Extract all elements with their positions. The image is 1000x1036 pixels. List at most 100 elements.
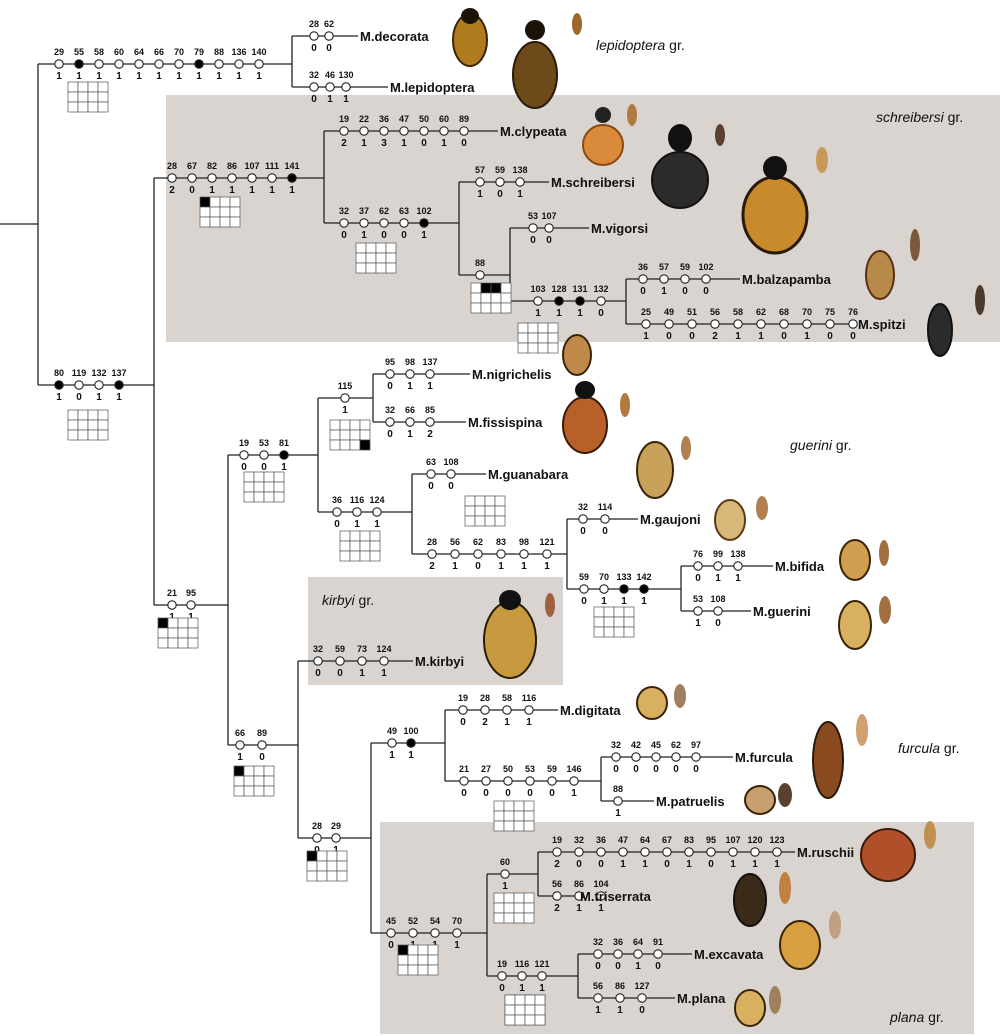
character-state: 0 xyxy=(314,845,320,856)
open-state-dot xyxy=(802,319,812,329)
character-change: 500 xyxy=(503,764,513,799)
grid-cell xyxy=(243,481,255,493)
character-state: 1 xyxy=(556,308,562,319)
character-number: 64 xyxy=(134,47,144,57)
character-number: 133 xyxy=(616,572,631,582)
specimen-image xyxy=(452,8,488,67)
character-grid xyxy=(504,994,546,1026)
taxon-label: M.guanabara xyxy=(488,467,569,482)
character-number: 127 xyxy=(634,981,649,991)
character-number: 60 xyxy=(500,857,510,867)
grid-cell xyxy=(329,419,341,431)
filled-state-dot xyxy=(419,218,429,228)
character-change: 590 xyxy=(335,644,345,679)
character-grid xyxy=(306,850,348,882)
open-state-dot xyxy=(408,928,418,938)
character-state: 2 xyxy=(169,185,175,196)
grid-cell xyxy=(67,101,79,113)
grid-cell xyxy=(464,495,476,507)
grid-cell xyxy=(209,206,221,218)
character-state: 1 xyxy=(116,71,122,82)
open-state-dot xyxy=(848,319,858,329)
character-grid xyxy=(67,409,109,441)
grid-cell xyxy=(397,964,409,976)
open-state-dot xyxy=(706,847,716,857)
character-state: 0 xyxy=(388,940,394,951)
grid-cell xyxy=(329,429,341,441)
character-number: 53 xyxy=(259,438,269,448)
grid-cell xyxy=(87,419,99,431)
character-number: 102 xyxy=(416,206,431,216)
open-state-dot xyxy=(405,369,415,379)
character-number: 21 xyxy=(459,764,469,774)
grid-cell xyxy=(613,626,625,638)
character-number: 53 xyxy=(525,764,535,774)
taxon-label: M.nigrichelis xyxy=(472,367,551,382)
character-state: 1 xyxy=(526,717,532,728)
character-number: 63 xyxy=(399,206,409,216)
character-number: 76 xyxy=(693,549,703,559)
character-state: 0 xyxy=(653,764,659,775)
open-state-dot xyxy=(537,971,547,981)
open-state-dot xyxy=(214,59,224,69)
open-state-dot xyxy=(458,705,468,715)
character-state: 1 xyxy=(169,612,175,623)
open-state-dot xyxy=(756,319,766,329)
open-state-dot xyxy=(500,869,510,879)
grid-cell xyxy=(77,91,89,103)
open-state-dot xyxy=(425,369,435,379)
open-state-dot xyxy=(341,82,351,92)
character-number: 19 xyxy=(552,835,562,845)
open-state-dot xyxy=(481,776,491,786)
grid-cell xyxy=(527,332,539,344)
open-state-dot xyxy=(332,507,342,517)
character-change: 282 xyxy=(167,161,177,196)
grid-cell xyxy=(480,292,492,304)
open-state-dot xyxy=(579,584,589,594)
character-number: 51 xyxy=(687,307,697,317)
open-state-dot xyxy=(552,847,562,857)
character-grid xyxy=(397,944,439,976)
character-state: 0 xyxy=(261,462,267,473)
grid-cell xyxy=(87,429,99,441)
open-state-dot xyxy=(309,31,319,41)
character-number: 53 xyxy=(693,594,703,604)
character-state: 0 xyxy=(475,561,481,572)
grid-cell xyxy=(474,505,486,517)
specimen-image xyxy=(636,441,674,499)
character-change: 320 xyxy=(593,937,603,972)
taxon-labels: M.decorata M.lepidoptera M.clypeata M.sc… xyxy=(360,29,906,1006)
character-state: 0 xyxy=(381,230,387,241)
grid-cell xyxy=(427,954,439,966)
character-change: 320 xyxy=(611,740,621,775)
grid-cell xyxy=(470,302,482,314)
character-state: 1 xyxy=(730,859,736,870)
character-change: 471 xyxy=(399,114,409,149)
character-number: 62 xyxy=(756,307,766,317)
character-number: 108 xyxy=(710,594,725,604)
character-number: 66 xyxy=(154,47,164,57)
grid-cell xyxy=(77,101,89,113)
character-change: 360 xyxy=(613,937,623,972)
character-number: 67 xyxy=(187,161,197,171)
grid-cell xyxy=(397,954,409,966)
character-state: 1 xyxy=(661,286,667,297)
grid-cell xyxy=(524,1014,536,1026)
specimen-image xyxy=(856,714,868,746)
character-number: 95 xyxy=(706,835,716,845)
specimen-image xyxy=(512,20,558,109)
character-state: 1 xyxy=(96,392,102,403)
open-state-dot xyxy=(502,705,512,715)
character-number: 91 xyxy=(653,937,663,947)
character-number: 98 xyxy=(519,537,529,547)
grid-cell xyxy=(494,505,506,517)
group-labels: lepidoptera gr. schreibersi gr. guerini … xyxy=(322,37,963,1025)
character-state: 0 xyxy=(401,230,407,241)
character-number: 21 xyxy=(167,588,177,598)
